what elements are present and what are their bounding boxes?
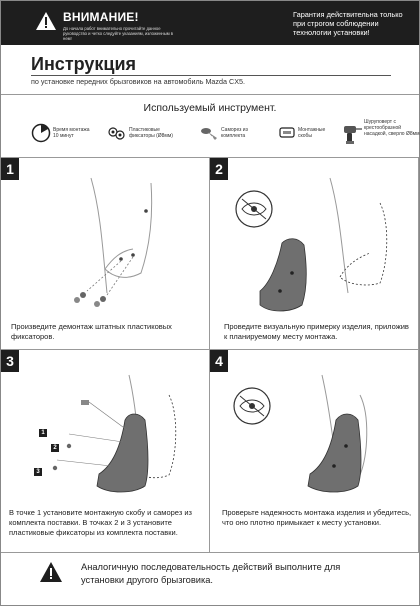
step-panel-2: 2 Проведите визуальную примерку изделия,… — [210, 158, 419, 350]
step-text: Произведите демонтаж штатных пластиковых… — [11, 322, 172, 341]
page-subtitle: по установке передних брызговиков на авт… — [31, 77, 245, 86]
step-panel-3: 3 1 2 3 В точке 1 установите монтажную с… — [1, 350, 210, 553]
callout-3: 3 — [34, 468, 42, 476]
tool-label: Монтажные скобы — [298, 127, 326, 139]
step-number: 4 — [210, 350, 228, 372]
callout-1: 1 — [39, 429, 47, 437]
step-text: Проведите визуальную примерку изделия, п… — [224, 322, 409, 341]
step-4-illustration — [233, 374, 368, 493]
step-1-illustration — [74, 177, 153, 307]
footer-note: Аналогичную последовательность действий … — [81, 562, 341, 585]
step-3-illustration — [52, 374, 177, 493]
warning-triangle-icon — [40, 562, 62, 582]
screwdriver-drill-icon — [344, 126, 362, 144]
plastic-clips-icon — [108, 127, 125, 140]
step-2-illustration — [235, 177, 388, 312]
warning-text: До начала работ внимательно прочитайте д… — [63, 26, 173, 42]
step-panel-1: 1 Произведите демонтаж штатных пластиков… — [1, 158, 210, 350]
warning-triangle-icon — [36, 12, 56, 30]
step-panel-4: 4 Проверьте надежность монтажа изделия и… — [210, 350, 419, 553]
page-title: Инструкция — [31, 54, 137, 74]
screw-icon — [201, 128, 217, 140]
guarantee-text: Гарантия действительна только при строго… — [293, 10, 403, 38]
tool-label: Время монтажа 10 минут — [53, 127, 90, 139]
divider — [1, 157, 419, 158]
title-underline — [31, 75, 391, 76]
step-number: 3 — [1, 350, 19, 372]
tool-label: Шуруповерт с крестообразной насадкой, св… — [364, 119, 420, 137]
step-number: 1 — [1, 158, 19, 180]
step-number: 2 — [210, 158, 228, 180]
bracket-icon — [279, 127, 295, 138]
warning-title: ВНИМАНИЕ! — [63, 10, 139, 24]
tools-heading: Используемый инструмент. — [143, 102, 277, 114]
step-text: Проверьте надежность монтажа изделия и у… — [222, 508, 412, 527]
divider — [1, 94, 419, 95]
step-text: В точке 1 установите монтажную скобу и с… — [9, 508, 192, 537]
clock-icon — [31, 123, 51, 143]
tool-label: Пластиковые фиксаторы (Ø8мм) — [129, 127, 173, 139]
tool-label: Саморез из комплекта — [221, 127, 248, 139]
callout-2: 2 — [51, 444, 59, 452]
warning-header: ВНИМАНИЕ! До начала работ внимательно пр… — [1, 1, 419, 45]
